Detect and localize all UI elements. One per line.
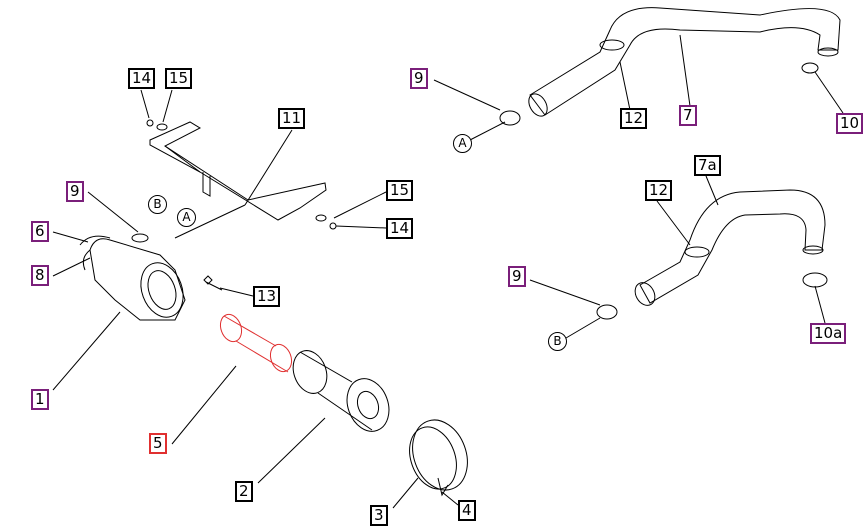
- bolt-washer-icons: [146, 119, 337, 291]
- callout-11[interactable]: 11: [278, 108, 306, 129]
- callout-12[interactable]: 12: [645, 180, 673, 201]
- outer-filter-element: [292, 350, 390, 432]
- hose-7: [499, 7, 841, 126]
- connection-marker-a: A: [453, 134, 472, 153]
- hose-7a: [596, 189, 828, 320]
- cover-cap: [409, 419, 468, 497]
- callout-15[interactable]: 15: [165, 68, 193, 89]
- callout-14[interactable]: 14: [128, 68, 156, 89]
- callout-9[interactable]: 9: [66, 181, 84, 202]
- callout-14[interactable]: 14: [386, 218, 414, 239]
- connection-marker-a: A: [177, 208, 196, 227]
- connection-marker-b: B: [148, 195, 167, 214]
- inner-filter-element: [219, 313, 293, 373]
- callout-10a[interactable]: 10a: [810, 323, 847, 344]
- callout-1[interactable]: 1: [31, 389, 49, 410]
- callout-6[interactable]: 6: [31, 221, 49, 242]
- callout-10[interactable]: 10: [836, 113, 864, 134]
- callout-7[interactable]: 7: [679, 105, 697, 126]
- callout-8[interactable]: 8: [31, 265, 49, 286]
- bracket-part: [149, 121, 327, 221]
- callout-4[interactable]: 4: [458, 500, 476, 521]
- callout-12[interactable]: 12: [620, 108, 648, 129]
- callout-9[interactable]: 9: [410, 68, 428, 89]
- leader-lines: [52, 34, 844, 509]
- callout-13[interactable]: 13: [253, 286, 281, 307]
- callout-2[interactable]: 2: [235, 481, 253, 502]
- callout-9[interactable]: 9: [508, 266, 526, 287]
- callout-15[interactable]: 15: [386, 180, 414, 201]
- callout-5-selected[interactable]: 5: [149, 433, 167, 454]
- air-cleaner-body: [79, 233, 186, 321]
- callout-3[interactable]: 3: [370, 505, 388, 526]
- callout-7a[interactable]: 7a: [694, 155, 721, 176]
- connection-marker-b: B: [548, 332, 567, 351]
